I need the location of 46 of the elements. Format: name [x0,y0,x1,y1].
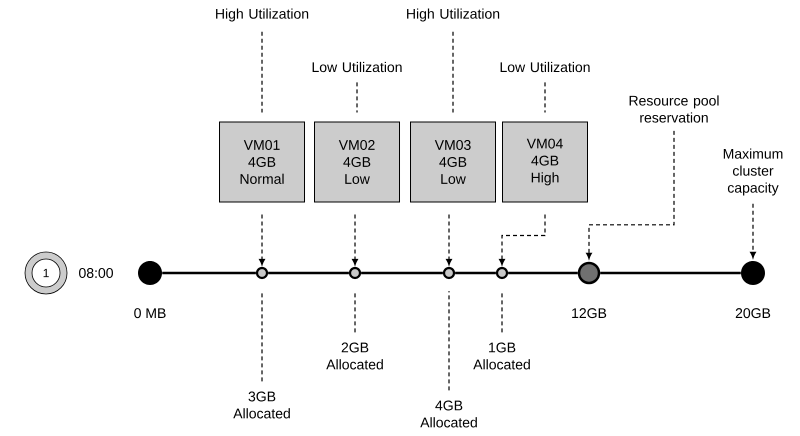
timeline-point [348,266,362,280]
dashed-line [354,291,356,332]
timeline-point [741,261,765,285]
annotation-text: 1GB Allocated [473,342,530,370]
time-label: 08:00 [79,268,113,278]
point-label: 20GB [736,308,770,318]
vm-box: VM01 4GB Normal [219,122,305,202]
timeline-point [578,262,600,284]
timeline-line [268,272,349,274]
dashed-arrow [352,214,358,266]
timeline-line [600,272,741,274]
dashed-arrow [586,130,675,260]
dashed-line [452,32,454,112]
dashed-line [261,291,263,382]
annotation-text: Resource pool reservation [630,95,719,123]
dashed-line [356,82,358,112]
timeline-line [361,272,443,274]
dashed-arrow [446,214,452,266]
dashed-arrow [259,214,265,266]
timeline-point [256,266,268,280]
vm-box: VM04 4GB High [502,122,588,202]
annotation-text: High Utilization [407,8,500,22]
dashed-line [261,32,263,112]
timeline-line [508,272,578,274]
timeline-line [162,272,256,274]
point-label: 0 MB [134,308,166,318]
timeline-point [138,261,162,285]
timeline-line [455,272,496,274]
annotation-text: Low Utilization [312,62,402,72]
annotation-text: 2GB Allocated [326,342,383,370]
step-badge: 1 [24,252,68,294]
dashed-line [501,291,503,332]
dashed-line [448,291,450,390]
annotation-text: 4GB Allocated [420,400,477,428]
dashed-arrow [499,214,546,266]
annotation-text: Maximum cluster capacity [724,148,782,196]
dashed-arrow [750,204,756,258]
point-label: 12GB [572,308,606,318]
vm-box: VM02 4GB Low [314,122,400,202]
dashed-line [544,82,546,112]
annotation-text: 3GB Allocated [233,392,290,418]
annotation-text: High Utilization [216,8,308,22]
annotation-text: Low Utilization [500,62,590,72]
vm-box: VM03 4GB Low [410,122,496,202]
timeline-point [496,266,508,280]
timeline-point [442,266,456,280]
